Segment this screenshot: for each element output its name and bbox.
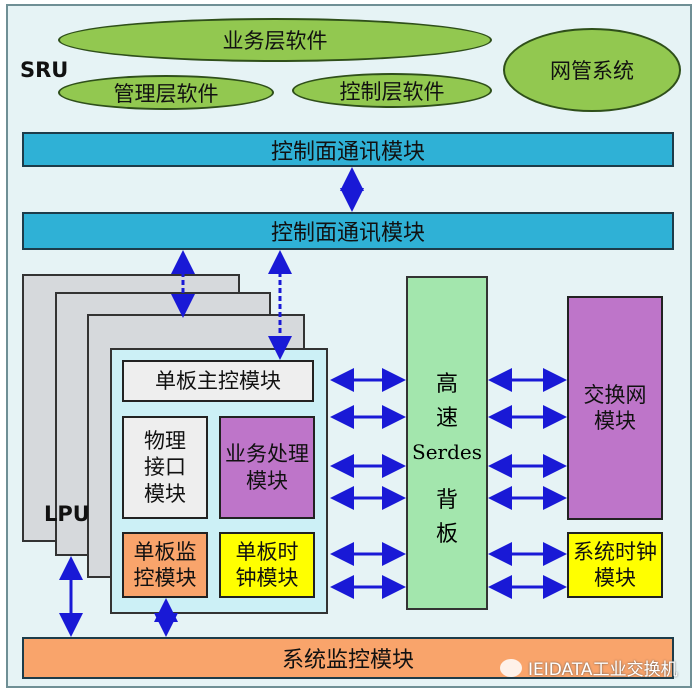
main-control-label: 单板主控模块 (155, 368, 281, 393)
watermark-text: IEIDATA工业交换机 (528, 660, 678, 680)
board-clock-label: 单板时钟模块 (235, 539, 299, 590)
backplane-line-2: 速 (435, 406, 458, 431)
serdes-backplane: 高 速 Serdes 背 板 (406, 276, 488, 610)
comm-module-top: 控制面通讯模块 (22, 132, 674, 167)
backplane-line-3: Serdes (412, 440, 482, 464)
system-clock-label: 系统时钟模块 (573, 539, 657, 590)
wechat-icon (500, 658, 522, 677)
business-software-ellipse: 业务层软件 (58, 18, 492, 62)
system-monitor-label: 系统监控模块 (281, 648, 414, 673)
board-clock-module: 单板时钟模块 (219, 532, 315, 598)
backplane-line-5: 板 (435, 522, 458, 547)
backplane-line-1: 高 (435, 372, 458, 397)
sru-label: SRU (20, 58, 69, 82)
management-software-label: 管理层软件 (113, 81, 219, 106)
management-software-ellipse: 管理层软件 (58, 75, 274, 110)
business-processing-module: 业务处理模块 (219, 416, 315, 519)
board-monitor-module: 单板监控模块 (122, 532, 208, 598)
switch-module: 交换网模块 (567, 296, 663, 520)
watermark: IEIDATA工业交换机 (500, 655, 678, 680)
main-control-module: 单板主控模块 (122, 360, 314, 402)
board-monitor-label: 单板监控模块 (133, 539, 197, 590)
phy-interface-module: 物理接口模块 (122, 416, 208, 519)
business-processing-label: 业务处理模块 (225, 442, 309, 493)
comm-module-mid-label: 控制面通讯模块 (270, 221, 425, 246)
comm-module-mid: 控制面通讯模块 (22, 212, 674, 250)
comm-module-top-label: 控制面通讯模块 (270, 139, 425, 165)
control-software-ellipse: 控制层软件 (292, 73, 492, 108)
nms-ellipse: 网管系统 (503, 28, 681, 112)
nms-label: 网管系统 (550, 59, 634, 83)
system-clock-module: 系统时钟模块 (567, 532, 663, 598)
business-software-label: 业务层软件 (222, 29, 328, 53)
control-software-label: 控制层软件 (339, 79, 445, 104)
backplane-line-4: 背 (435, 488, 458, 513)
system-monitor-module: 系统监控模块 (22, 637, 674, 679)
switch-module-label: 交换网模块 (583, 382, 647, 433)
lpu-label: LPU (44, 502, 90, 526)
phy-interface-label: 物理接口模块 (144, 429, 186, 506)
